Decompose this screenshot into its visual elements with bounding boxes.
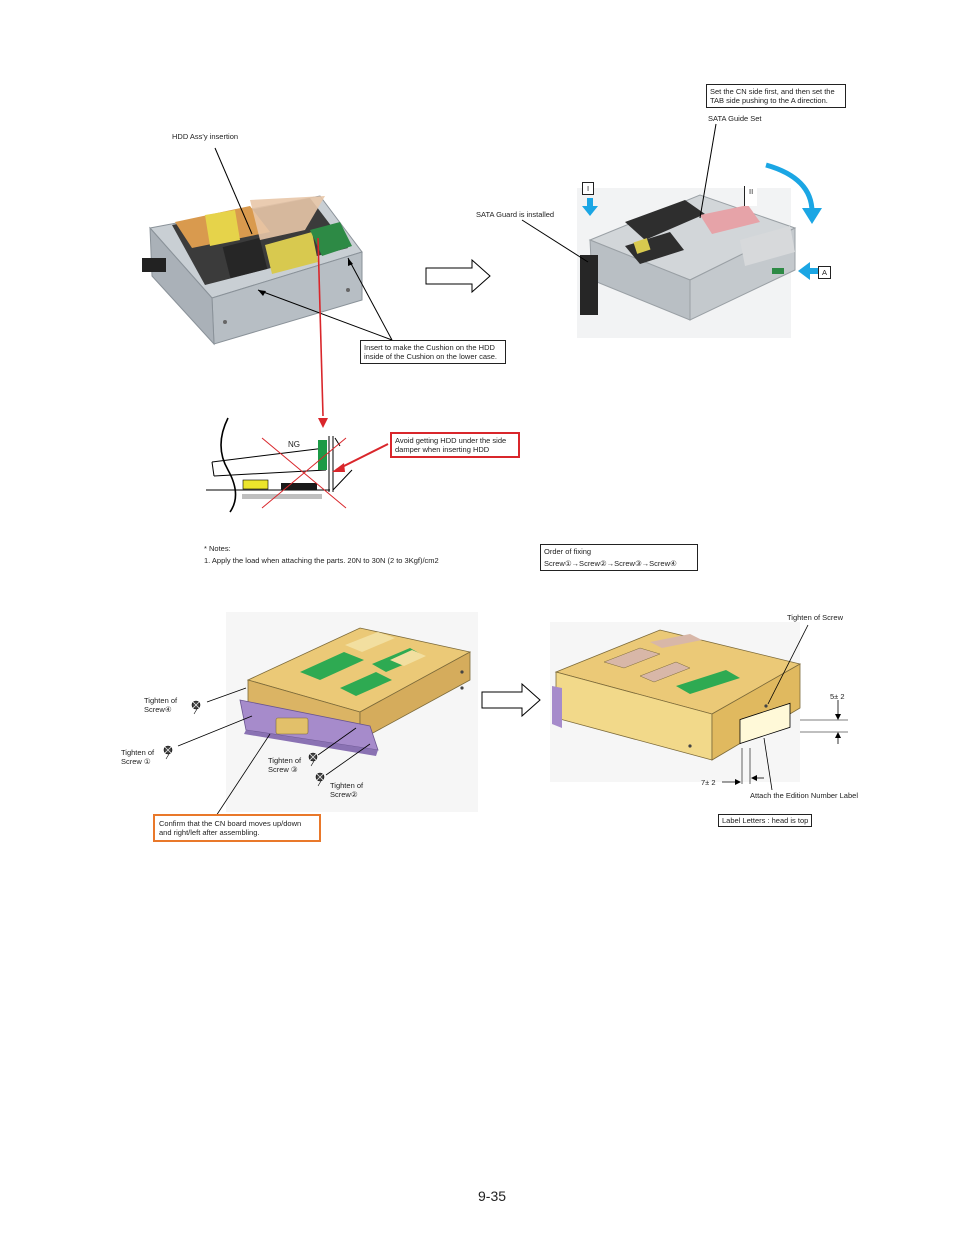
- step-arrow-top: [425, 258, 491, 294]
- page-number: 9-35: [478, 1188, 507, 1204]
- screw2-label: Tighten of Screw②: [330, 781, 363, 799]
- label-letters-note: Label Letters : head is top: [718, 814, 813, 827]
- cushion-note-line1: Insert to make the Cushion on the HDD: [364, 343, 495, 352]
- screw-icons: [163, 700, 325, 787]
- sata-guard-label: SATA Guard is installed: [476, 210, 555, 219]
- screw4-line1: Tighten of: [144, 696, 178, 705]
- cushion-note-line2: inside of the Cushion on the lower case.: [364, 352, 497, 361]
- blue-arrows: [582, 162, 822, 280]
- assembly-left-drawing: [226, 612, 478, 812]
- set-cn-line1: Set the CN side first, and then set the: [710, 87, 835, 96]
- notes-header: * Notes:: [204, 544, 231, 553]
- marker-a: A: [818, 266, 832, 279]
- notes-item-1: 1. Apply the load when attaching the par…: [204, 556, 439, 565]
- confirm-line1: Confirm that the CN board moves up/down: [159, 819, 302, 828]
- tighten-screw-label: Tighten of Screw: [787, 613, 843, 622]
- avoid-line1: Avoid getting HDD under the side: [395, 436, 507, 445]
- confirm-line2: and right/left after assembling.: [159, 828, 260, 837]
- set-cn-note-box: Set the CN side first, and then set the …: [706, 84, 846, 108]
- avoid-line2: damper when inserting HDD: [395, 445, 490, 454]
- assembly-right-drawing: [550, 622, 802, 782]
- set-cn-line2: TAB side pushing to the A direction.: [710, 96, 828, 105]
- order-of-fixing-box: Order of fixing Screw①→Screw②→Screw③→Scr…: [540, 544, 698, 571]
- screw2-line1: Tighten of: [330, 781, 364, 790]
- screw4-line2: Screw④: [144, 705, 172, 714]
- step-arrow-bottom: [481, 682, 541, 718]
- order-sequence: Screw①→Screw②→Screw③→Screw④: [544, 559, 677, 568]
- dimension-5: 5± 2: [830, 692, 845, 701]
- dimension-7: 7± 2: [701, 778, 716, 787]
- screw3-line1: Tighten of: [268, 756, 302, 765]
- sata-guide-set-label: SATA Guide Set: [708, 114, 762, 123]
- screw2-line2: Screw②: [330, 790, 358, 799]
- attach-label-note: Attach the Edition Number Label: [750, 791, 858, 800]
- marker-ii: II: [744, 186, 758, 206]
- screw4-label: Tighten of Screw④: [144, 696, 177, 714]
- ng-detail-sketch: [206, 417, 389, 513]
- screw1-line2: Screw ①: [121, 757, 151, 766]
- cushion-note-box: Insert to make the Cushion on the HDD in…: [360, 340, 506, 364]
- screw1-label: Tighten of Screw ①: [121, 748, 154, 766]
- confirm-cn-board-note: Confirm that the CN board moves up/down …: [153, 814, 321, 842]
- screw1-line1: Tighten of: [121, 748, 155, 757]
- ng-label: NG: [288, 440, 300, 449]
- screw3-line2: Screw ③: [268, 765, 298, 774]
- avoid-hdd-note: Avoid getting HDD under the side damper …: [390, 432, 520, 458]
- screw3-label: Tighten of Screw ③: [268, 756, 301, 774]
- order-title: Order of fixing: [544, 547, 592, 556]
- sata-guide-photo: [577, 188, 797, 338]
- marker-i: I: [582, 182, 595, 195]
- hdd-insertion-label: HDD Ass'y insertion: [172, 132, 239, 141]
- hdd-insertion-photo: [142, 195, 363, 346]
